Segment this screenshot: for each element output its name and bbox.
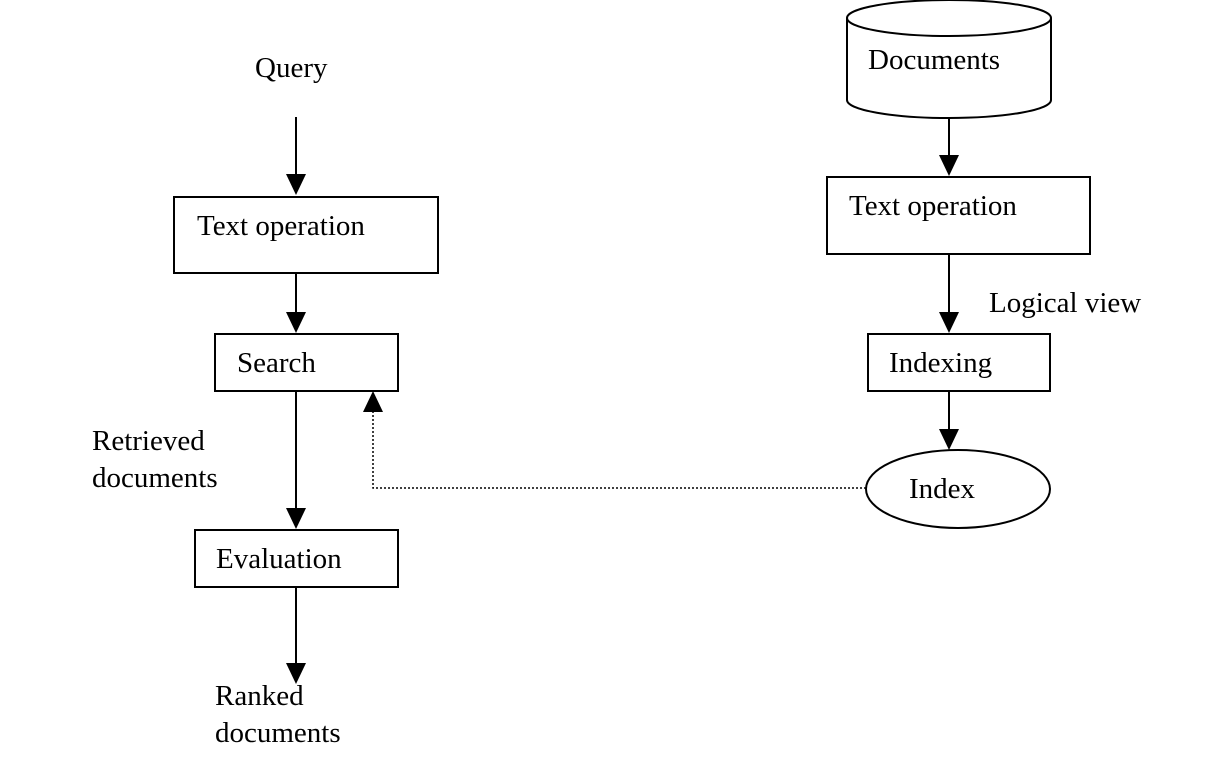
arrow-documents-to-text-operation: [939, 118, 959, 176]
evaluation-label: Evaluation: [216, 543, 342, 575]
arrow-text-operation-to-search: [286, 273, 306, 333]
arrow-evaluation-to-ranked: [286, 587, 306, 684]
indexing-node: Indexing: [867, 333, 1051, 392]
query-text-operation-label: Text operation: [197, 210, 365, 242]
arrow-text-operation-to-indexing: [939, 254, 959, 333]
search-node: Search: [214, 333, 399, 392]
index-label: Index: [909, 473, 976, 505]
ranked-documents-label: Ranked documents: [215, 680, 341, 749]
dotted-arrow-index-to-search: [363, 391, 866, 489]
query-text-operation-node: Text operation: [173, 196, 439, 274]
documents-label: Documents: [868, 44, 1000, 76]
documents-database-node: Documents: [846, 0, 1052, 119]
arrow-query-to-text-operation: [286, 117, 306, 195]
ranked-label-line2: documents: [215, 717, 341, 749]
logical-view-label: Logical view: [989, 287, 1141, 319]
document-text-operation-label: Text operation: [849, 190, 1017, 222]
index-node: Index: [865, 449, 1051, 529]
evaluation-node: Evaluation: [194, 529, 399, 588]
query-label: Query: [255, 52, 328, 84]
ranked-label-line1: Ranked: [215, 680, 304, 712]
retrieved-label-line1: Retrieved: [92, 425, 205, 457]
retrieved-label-line2: documents: [92, 462, 218, 494]
arrow-search-to-evaluation: [286, 391, 306, 529]
retrieved-documents-label: Retrieved documents: [92, 425, 218, 494]
indexing-label: Indexing: [889, 347, 992, 379]
document-text-operation-node: Text operation: [826, 176, 1091, 255]
arrow-indexing-to-index: [939, 391, 959, 450]
search-label: Search: [237, 347, 316, 379]
